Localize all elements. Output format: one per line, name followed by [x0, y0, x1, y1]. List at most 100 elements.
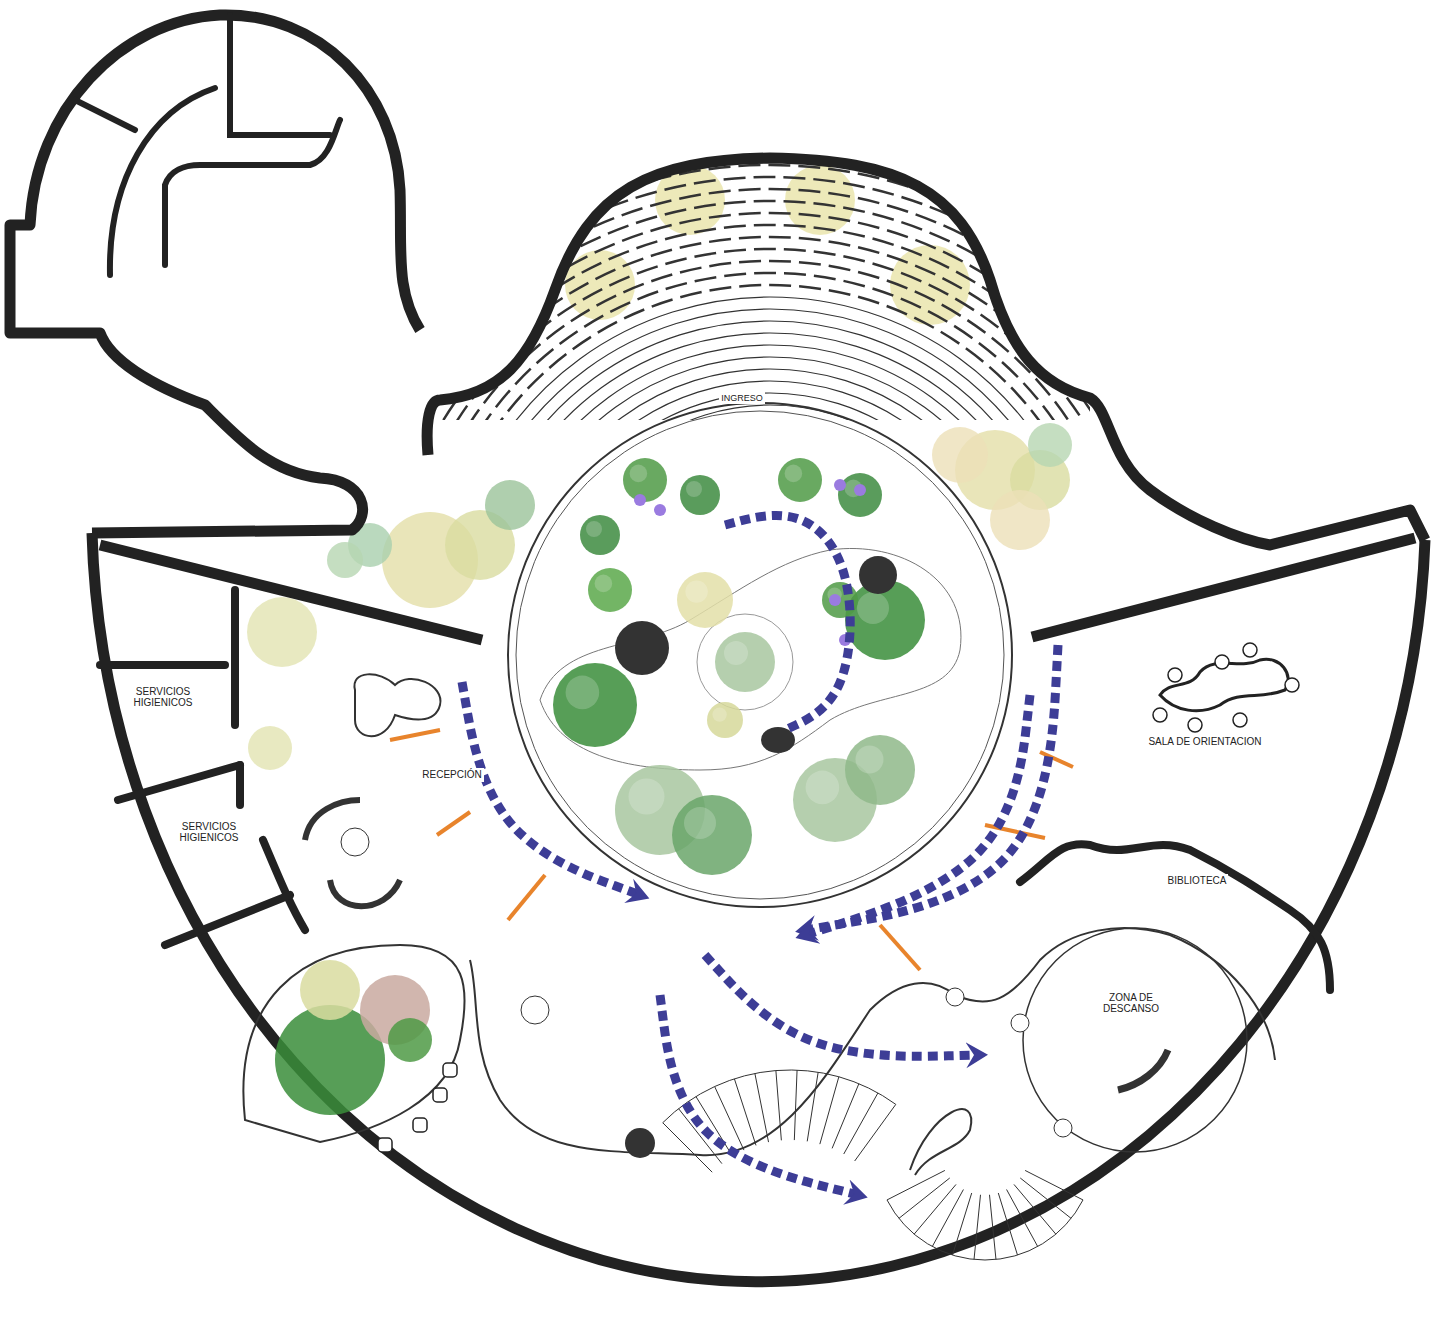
rest-zone: [1023, 928, 1247, 1152]
shrub: [990, 490, 1050, 550]
room-label: RECEPCIÓN: [420, 768, 483, 782]
interior-wall: [165, 895, 290, 945]
chair: [1153, 708, 1167, 722]
stair-step: [914, 1184, 956, 1234]
view-line: [437, 812, 470, 835]
flower: [834, 479, 846, 491]
shrub-highlight: [724, 641, 748, 665]
shrub: [778, 458, 822, 502]
courtyard-ring: [508, 403, 1012, 907]
flower: [654, 504, 666, 516]
shrub: [680, 475, 720, 515]
stair-step: [1025, 1170, 1083, 1200]
chair: [433, 1088, 447, 1102]
shrub: [565, 250, 635, 320]
stair-rail: [910, 1109, 971, 1175]
room-label: BIBLIOTECA: [1166, 874, 1229, 888]
stair-step: [755, 1073, 769, 1142]
room-label: INGRESO: [719, 392, 765, 404]
circulation-arrow: [805, 695, 1030, 935]
seat-row: [520, 357, 1020, 539]
column: [625, 1128, 655, 1158]
stair-step: [734, 1079, 756, 1146]
room-label: SERVICIOS HIGIENICOS: [125, 685, 201, 710]
shrub-highlight: [785, 465, 803, 483]
shrub: [672, 795, 752, 875]
stair-step: [1014, 1184, 1056, 1234]
wall: [10, 15, 420, 533]
stair-step: [899, 1178, 950, 1218]
room-label: SALA DE ORIENTACION: [1146, 735, 1263, 749]
shrub-highlight: [806, 771, 840, 805]
interior-wall: [75, 100, 135, 130]
circulation-arrow: [462, 682, 640, 895]
planter-outline: [243, 945, 464, 1142]
shrub-highlight: [685, 580, 707, 602]
view-line: [880, 925, 920, 970]
courtyard-ring: [516, 411, 1004, 899]
shrub: [715, 632, 775, 692]
shrub: [248, 726, 292, 770]
stair-step: [998, 1193, 1017, 1255]
shrub-highlight: [686, 481, 702, 497]
seat-row: [566, 405, 975, 554]
stair-step: [776, 1071, 781, 1141]
shrub: [588, 568, 632, 612]
seat-row: [360, 189, 1180, 487]
stair-step: [855, 1104, 896, 1161]
shrub: [247, 597, 317, 667]
stair-step: [696, 1097, 733, 1157]
chair: [1168, 668, 1182, 682]
interior-wall: [100, 661, 225, 669]
wall: [100, 545, 482, 640]
shrub: [1028, 423, 1072, 467]
shrub: [838, 473, 882, 517]
stair-step: [794, 1070, 797, 1140]
seat-row: [417, 249, 1123, 505]
stair-step: [1020, 1178, 1071, 1218]
shrub: [845, 735, 915, 805]
shrub-highlight: [712, 707, 726, 721]
wall: [427, 158, 1425, 545]
interior-wall: [230, 15, 330, 135]
walkway: [470, 928, 1275, 1155]
shrub: [580, 515, 620, 555]
post: [1054, 1119, 1072, 1137]
stair-step: [807, 1072, 818, 1141]
column: [615, 621, 669, 675]
seat-row: [326, 153, 1214, 476]
stair-step: [974, 1195, 980, 1260]
sofa: [305, 800, 360, 840]
shrub-highlight: [586, 521, 602, 537]
circulation-arrow: [660, 995, 858, 1195]
shrub-highlight: [629, 779, 665, 815]
stair-step: [820, 1077, 839, 1144]
seat-row: [372, 201, 1169, 491]
shrub: [388, 1018, 432, 1062]
shrub: [553, 663, 637, 747]
stair-step: [679, 1109, 722, 1164]
shrub: [677, 572, 733, 628]
shrub: [485, 480, 535, 530]
chair: [1215, 655, 1229, 669]
sofa: [330, 880, 400, 906]
stair-step: [844, 1093, 878, 1154]
chair: [1285, 678, 1299, 692]
interior-wall: [165, 120, 340, 265]
table: [341, 828, 369, 856]
chair: [1243, 643, 1257, 657]
stair-edge: [887, 1200, 1083, 1260]
garden-path: [540, 548, 961, 770]
shrub-highlight: [856, 746, 884, 774]
room-label: ZONA DE DESCANSO: [1088, 991, 1174, 1016]
planter: [697, 614, 793, 710]
shrub: [300, 960, 360, 1020]
reception-desk: [354, 674, 440, 736]
flower: [829, 594, 841, 606]
seat-row: [463, 297, 1077, 520]
circulation-arrow: [725, 515, 850, 730]
seat-row: [349, 177, 1192, 483]
chair: [1233, 713, 1247, 727]
